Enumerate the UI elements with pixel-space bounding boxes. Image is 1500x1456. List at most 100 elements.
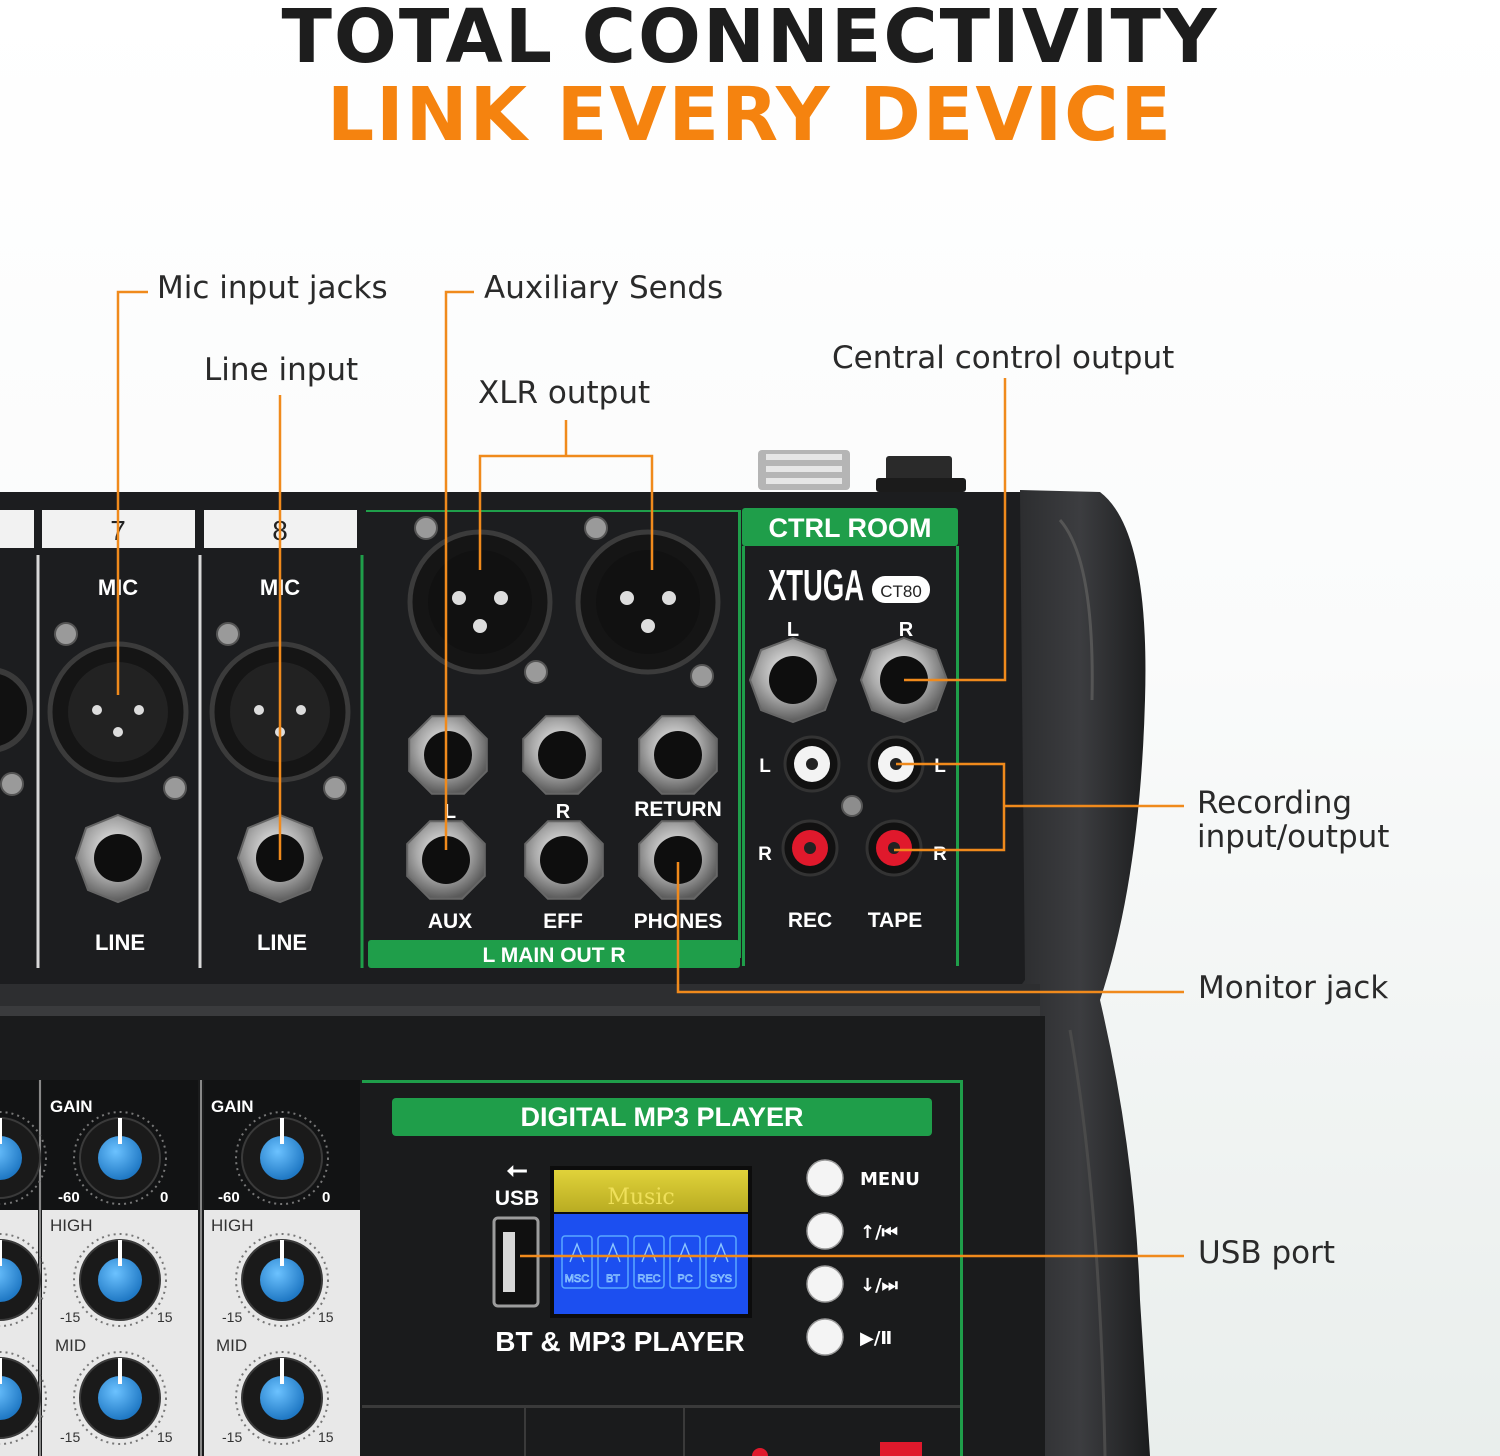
- subheadline: LINK EVERY DEVICE: [326, 72, 1173, 158]
- eff-jack: [524, 820, 604, 900]
- rec-label: REC: [788, 909, 832, 932]
- return-label: RETURN: [634, 798, 722, 821]
- callout-recording-line2: input/output: [1197, 819, 1390, 855]
- mp3-buttons: MENU ↑/⏮ ↓/⏭ ▶/Ⅱ: [806, 1159, 920, 1356]
- usb-label: USB: [495, 1187, 539, 1210]
- rca-rec-left: [783, 735, 841, 793]
- ch6-mid-knob[interactable]: [0, 1351, 47, 1445]
- ch8-mid-label: MID: [216, 1336, 247, 1355]
- lcd-icon-pc: PC: [669, 1235, 701, 1289]
- ch7-mid-min: -15: [60, 1429, 80, 1445]
- line-input-jack-7: [74, 813, 162, 904]
- channel-8-line-label: LINE: [257, 930, 307, 955]
- mp3-header-label: DIGITAL MP3 PLAYER: [520, 1102, 803, 1132]
- ch6-gain-knob[interactable]: [0, 1111, 47, 1205]
- aux-jack: [406, 820, 486, 900]
- ctrl-l-label: L: [787, 619, 799, 641]
- callout-mic-input: Mic input jacks: [157, 270, 388, 306]
- ch8-gain-max: 0: [322, 1189, 330, 1206]
- ch7-high-max: 15: [157, 1309, 173, 1325]
- tape-r-label: R: [933, 844, 947, 865]
- ch7-gain-knob[interactable]: [73, 1111, 167, 1205]
- headline: TOTAL CONNECTIVITY: [281, 0, 1219, 80]
- lcd-icon-label: REC: [637, 1273, 660, 1285]
- ch8-mid-min: -15: [222, 1429, 242, 1445]
- ch8-gain-min: -60: [218, 1189, 240, 1206]
- mp3-menu-label: MENU: [860, 1169, 920, 1190]
- ch7-mid-label: MID: [55, 1336, 86, 1355]
- main-out-label: L MAIN OUT R: [482, 944, 625, 967]
- phones-jack: [638, 820, 718, 900]
- mp3-header-bar: [392, 1098, 932, 1136]
- mic-input-jack-7: [47, 622, 189, 800]
- mp3-play-pause-button[interactable]: ▶/Ⅱ: [806, 1318, 892, 1356]
- ch8-high-knob[interactable]: [235, 1233, 329, 1327]
- ch7-mid-knob[interactable]: [73, 1351, 167, 1445]
- ch7-gain-label: GAIN: [50, 1097, 93, 1116]
- ch8-gain-label: GAIN: [211, 1097, 254, 1116]
- callout-line-input: Line input: [204, 352, 359, 388]
- rec-l-label: L: [759, 756, 771, 777]
- callout-xlr-output: XLR output: [478, 375, 651, 411]
- ch6-high-knob[interactable]: [0, 1233, 47, 1327]
- mp3-prev-label: ↑/⏮: [860, 1222, 898, 1243]
- ch7-mid-max: 15: [157, 1429, 173, 1445]
- aux-label: AUX: [428, 910, 472, 933]
- callout-leader-lines: [116, 290, 1184, 1258]
- model-badge: CT80: [880, 582, 922, 601]
- ch8-high-max: 15: [318, 1309, 334, 1325]
- mp3-next-label: ↓/⏭: [860, 1275, 899, 1296]
- ch8-gain-knob[interactable]: [235, 1111, 329, 1205]
- ch7-gain-max: 0: [160, 1189, 168, 1206]
- lcd-icon-label: SYS: [710, 1273, 732, 1285]
- ch7-gain-min: -60: [58, 1189, 80, 1206]
- tape-label: TAPE: [868, 909, 922, 932]
- ch7-high-knob[interactable]: [73, 1233, 167, 1327]
- return-jack: [638, 715, 718, 795]
- mp3-prev-button[interactable]: ↑/⏮: [806, 1212, 898, 1250]
- ctrl-r-label: R: [899, 619, 914, 641]
- callout-usb-port: USB port: [1198, 1235, 1336, 1271]
- callout-ctrl-output: Central control output: [832, 340, 1175, 376]
- aux-r-jack: [522, 715, 602, 795]
- usb-port[interactable]: [492, 1216, 540, 1308]
- ctrl-room-label: CTRL ROOM: [769, 513, 932, 543]
- callout-recording-line1: Recording: [1197, 785, 1353, 821]
- ctrl-output-jack-left: [748, 636, 838, 724]
- ch8-high-label: HIGH: [211, 1216, 254, 1235]
- brand-logo: XTUGA: [768, 561, 864, 610]
- callout-monitor-jack: Monitor jack: [1198, 970, 1389, 1006]
- callout-aux-sends: Auxiliary Sends: [484, 270, 724, 306]
- ch8-mid-max: 15: [318, 1429, 334, 1445]
- mp3-footer-label: BT & MP3 PLAYER: [495, 1326, 744, 1357]
- xlr-output-right: [575, 516, 721, 688]
- rca-tape-right: [865, 819, 923, 877]
- rear-connectors: [758, 450, 966, 492]
- ch8-high-min: -15: [222, 1309, 242, 1325]
- lcd-icon-label: BT: [606, 1273, 620, 1285]
- lcd-text: Music: [607, 1185, 674, 1210]
- channel-7-line-label: LINE: [95, 930, 145, 955]
- ch7-high-min: -15: [60, 1309, 80, 1325]
- lcd-icon-label: MSC: [565, 1273, 590, 1285]
- output-jacks: [406, 715, 718, 900]
- mp3-next-button[interactable]: ↓/⏭: [806, 1265, 899, 1303]
- ch8-mid-knob[interactable]: [235, 1351, 329, 1445]
- mp3-menu-button[interactable]: MENU: [806, 1159, 920, 1197]
- ch7-high-label: HIGH: [50, 1216, 93, 1235]
- lcd-icon-label: PC: [677, 1273, 692, 1285]
- rca-rec-right: [781, 819, 839, 877]
- rec-r-label: R: [758, 844, 772, 865]
- ctrl-room-bar: [742, 508, 958, 546]
- eff-label: EFF: [543, 910, 583, 933]
- mp3-play-pause-label: ▶/Ⅱ: [860, 1328, 892, 1349]
- tape-l-label: L: [934, 756, 946, 777]
- eq-knobs: [0, 1111, 329, 1445]
- aux-l-jack: [408, 715, 488, 795]
- aux-r-label: R: [556, 801, 571, 823]
- lcd-display: [550, 1166, 752, 1318]
- main-out-bar: [368, 940, 740, 968]
- usb-symbol-icon: ⭠: [507, 1154, 528, 1184]
